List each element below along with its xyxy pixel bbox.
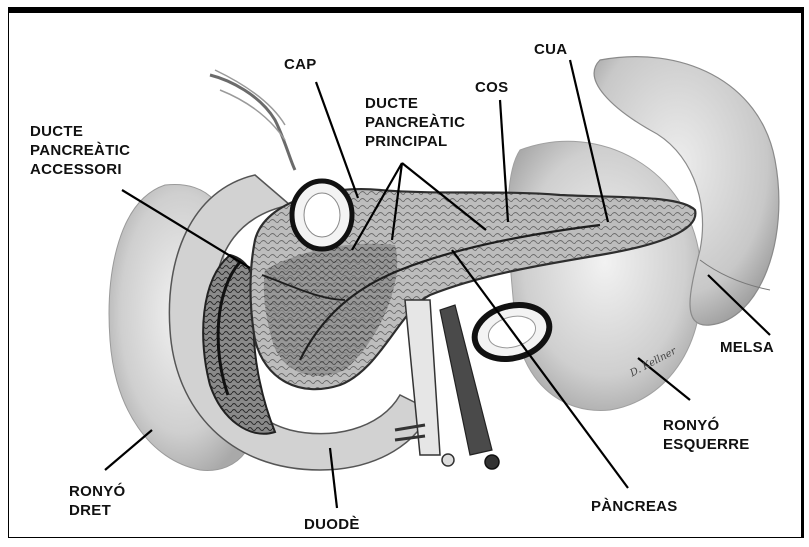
label-line: PANCREÀTIC bbox=[365, 113, 465, 132]
label-line: DRET bbox=[69, 501, 126, 520]
label-line: RONYÓ bbox=[69, 482, 126, 501]
label-body: COS bbox=[472, 78, 511, 97]
label-right-kidney: RONYÓ DRET bbox=[66, 482, 129, 520]
label-accessory-duct: DUCTE PANCREÀTIC ACCESSORI bbox=[27, 122, 133, 179]
bile-duct bbox=[210, 75, 295, 170]
label-line: ESQUERRE bbox=[663, 435, 750, 454]
label-line: PRINCIPAL bbox=[365, 132, 465, 151]
label-head: CAP bbox=[281, 55, 320, 74]
label-line: DUCTE bbox=[30, 122, 130, 141]
label-line: DUCTE bbox=[365, 94, 465, 113]
label-line: RONYÓ bbox=[663, 416, 750, 435]
label-main-duct: DUCTE PANCREÀTIC PRINCIPAL bbox=[362, 94, 468, 151]
label-line: PANCREÀTIC bbox=[30, 141, 130, 160]
label-left-kidney: RONYÓ ESQUERRE bbox=[660, 416, 753, 454]
left-kidney bbox=[508, 141, 701, 410]
label-pancreas: PÀNCREAS bbox=[588, 497, 681, 516]
label-duodenum: DUODÈ bbox=[301, 515, 363, 534]
label-spleen: MELSA bbox=[717, 338, 777, 357]
label-line: ACCESSORI bbox=[30, 160, 130, 179]
label-tail: CUA bbox=[531, 40, 570, 59]
